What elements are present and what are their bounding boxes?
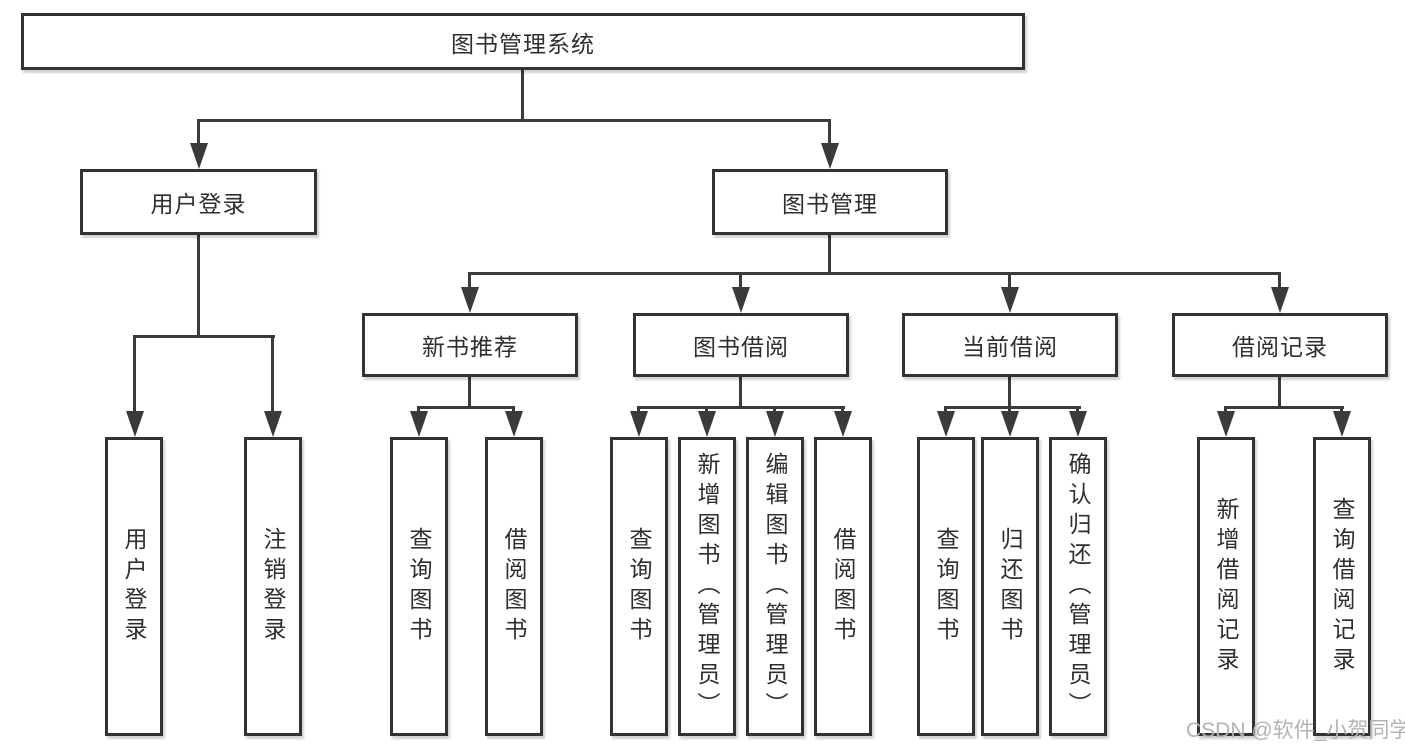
connector-new-book-crossbar	[417, 406, 515, 409]
csdn-watermark: CSDN @软件_小贺同学	[1186, 719, 1405, 742]
node-user-login: 用户登录	[80, 169, 317, 235]
leaf-borrow-books-recommend-label: 借阅图书	[501, 526, 527, 647]
node-book-borrowing-label: 图书借阅	[693, 334, 789, 360]
connector-user-login-stem	[197, 235, 200, 337]
leaf-query-books-borrowing-label: 查询图书	[626, 526, 652, 647]
node-current-borrowing-label: 当前借阅	[962, 334, 1058, 360]
arrowhead-new-book-icon	[461, 287, 479, 313]
connector-borrowing-crossbar	[637, 406, 845, 409]
arrowhead-borrowing-icon	[732, 287, 750, 313]
leaf-edit-books-admin: 编辑图书（管理员）	[746, 437, 804, 736]
connector-user-login-crossbar	[133, 335, 275, 338]
leaf-user-login: 用户登录	[105, 437, 163, 736]
connector-borrowing-stem	[739, 377, 742, 408]
node-borrowing-records-label: 借阅记录	[1232, 334, 1328, 360]
connector-drop-leaf-logout	[271, 335, 274, 415]
leaf-edit-books-admin-label: 编辑图书（管理员）	[762, 451, 788, 722]
arrowhead-records-icon	[1271, 287, 1289, 313]
leaf-borrow-books-recommend: 借阅图书	[485, 437, 543, 736]
connector-drop-book-management	[828, 119, 831, 147]
arrowhead-bb-edit-icon	[766, 411, 784, 437]
leaf-add-books-admin-label: 新增图书（管理员）	[694, 451, 720, 722]
node-new-book-recommend-label: 新书推荐	[422, 334, 518, 360]
connector-drop-borrowing	[739, 272, 742, 290]
leaf-query-books-current: 查询图书	[917, 437, 975, 736]
arrowhead-nb-query-icon	[410, 411, 428, 437]
connector-book-mgmt-stem	[828, 235, 831, 274]
node-book-borrowing: 图书借阅	[633, 313, 849, 377]
leaf-query-books-borrowing: 查询图书	[610, 437, 668, 736]
arrowhead-rec-query-icon	[1333, 411, 1351, 437]
connector-current-crossbar	[944, 406, 1081, 409]
leaf-confirm-return-admin: 确认归还（管理员）	[1049, 437, 1107, 736]
arrowhead-cb-query-icon	[937, 411, 955, 437]
connector-drop-current	[1008, 272, 1011, 290]
connector-records-crossbar	[1224, 406, 1344, 409]
leaf-return-books-label: 归还图书	[997, 526, 1023, 647]
connector-new-book-stem	[468, 377, 471, 408]
connector-current-stem	[1008, 377, 1011, 408]
leaf-user-login-label: 用户登录	[121, 526, 147, 647]
root-node-label: 图书管理系统	[451, 30, 595, 57]
arrowhead-current-icon	[1001, 287, 1019, 313]
leaf-query-books-current-label: 查询图书	[933, 526, 959, 647]
leaf-add-borrow-record-label: 新增借阅记录	[1213, 496, 1239, 677]
arrowhead-rec-add-icon	[1217, 411, 1235, 437]
node-new-book-recommend: 新书推荐	[362, 313, 578, 377]
node-user-login-label: 用户登录	[150, 191, 247, 217]
connector-drop-leaf-login	[133, 335, 136, 415]
arrowhead-book-management-icon	[821, 143, 839, 169]
root-node-library-system: 图书管理系统	[21, 13, 1025, 70]
leaf-query-books-recommend-label: 查询图书	[406, 526, 432, 647]
leaf-borrow-books-borrowing-label: 借阅图书	[830, 526, 856, 647]
arrowhead-bb-add-icon	[698, 411, 716, 437]
connector-drop-records	[1278, 272, 1281, 290]
node-current-borrowing: 当前借阅	[902, 313, 1118, 377]
arrowhead-cb-return-icon	[1001, 411, 1019, 437]
arrowhead-bb-borrow-icon	[834, 411, 852, 437]
connector-root-crossbar	[197, 119, 831, 122]
leaf-confirm-return-admin-label: 确认归还（管理员）	[1065, 451, 1091, 722]
node-borrowing-records: 借阅记录	[1172, 313, 1388, 377]
arrowhead-bb-query-icon	[630, 411, 648, 437]
leaf-borrow-books-borrowing: 借阅图书	[814, 437, 872, 736]
arrowhead-leaf-logout-icon	[264, 411, 282, 437]
leaf-logout-label: 注销登录	[260, 526, 286, 647]
arrowhead-user-login-icon	[190, 143, 208, 169]
leaf-logout: 注销登录	[244, 437, 302, 736]
connector-root-stem	[521, 69, 524, 121]
leaf-add-books-admin: 新增图书（管理员）	[678, 437, 736, 736]
leaf-query-books-recommend: 查询图书	[390, 437, 448, 736]
node-book-management-label: 图书管理	[782, 191, 878, 217]
connector-book-mgmt-crossbar	[468, 272, 1281, 275]
connector-drop-new-book	[468, 272, 471, 290]
leaf-return-books: 归还图书	[981, 437, 1039, 736]
leaf-query-borrow-record-label: 查询借阅记录	[1329, 496, 1355, 677]
node-book-management: 图书管理	[712, 169, 948, 235]
arrowhead-nb-borrow-icon	[505, 411, 523, 437]
connector-records-stem	[1278, 377, 1281, 408]
leaf-query-borrow-record: 查询借阅记录	[1313, 437, 1371, 736]
arrowhead-cb-confirm-icon	[1069, 411, 1087, 437]
connector-drop-user-login	[197, 119, 200, 147]
leaf-add-borrow-record: 新增借阅记录	[1197, 437, 1255, 736]
arrowhead-leaf-login-icon	[126, 411, 144, 437]
